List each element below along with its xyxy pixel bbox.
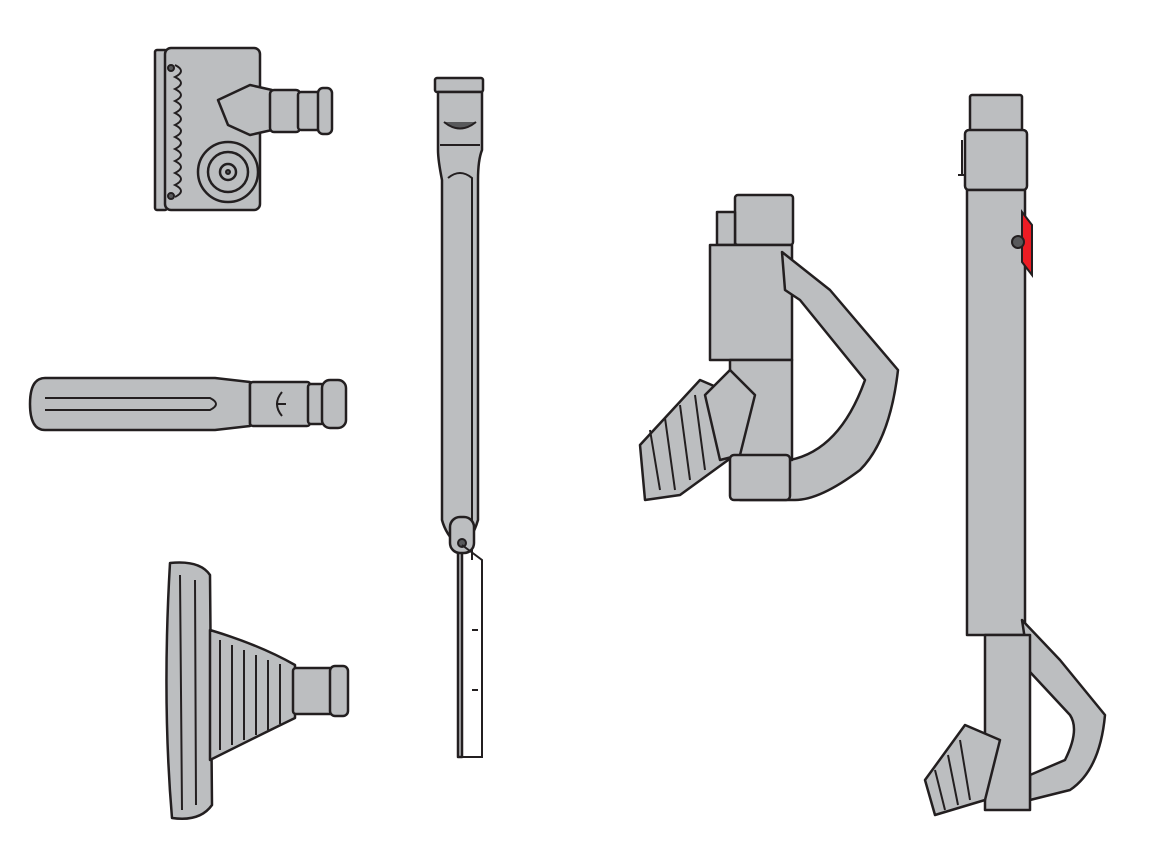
crevice-tool [28,376,348,432]
turbo-brush-head [153,46,334,212]
assembled-handle-and-wand [923,93,1107,817]
extension-wand [433,76,485,759]
handle [638,193,900,502]
dusting-brush-tool [165,561,350,820]
